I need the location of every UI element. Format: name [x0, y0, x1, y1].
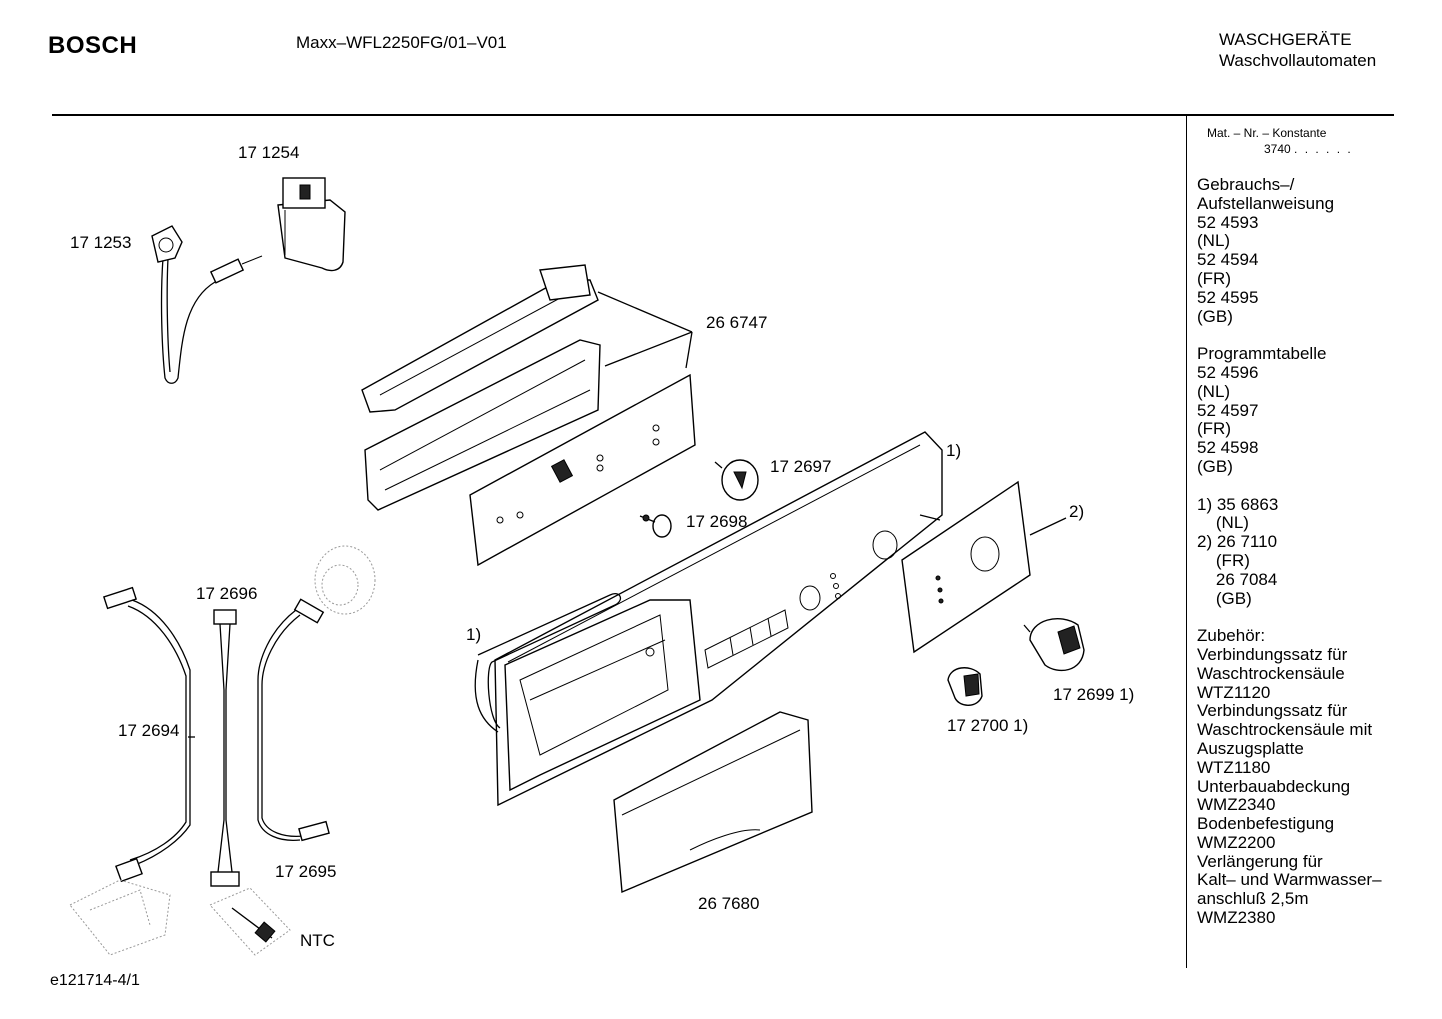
sidebar-line: 52 4597 — [1197, 400, 1259, 420]
label-172699: 17 2699 1) — [1053, 685, 1135, 704]
control-board-part — [469, 373, 696, 567]
small-knob-part — [639, 514, 672, 538]
sidebar-line: 52 4598 — [1197, 438, 1259, 458]
sidebar-line: (NL) — [1197, 513, 1249, 533]
sidebar-line: WTZ1120 — [1197, 682, 1271, 702]
program-knob-part — [714, 459, 759, 501]
sidebar-line: Verbindungssatz für — [1197, 701, 1348, 721]
label-ref1-left: 1) — [466, 625, 482, 644]
cable-harness-left — [102, 586, 191, 883]
sidebar-line: WMZ2340 — [1197, 795, 1276, 815]
sidebar-line: WTZ1180 — [1197, 757, 1271, 777]
sidebar-line: Verbindungssatz für — [1197, 644, 1348, 664]
sidebar-line: 52 4595 — [1197, 287, 1259, 307]
sidebar-line: Waschtrockensäule — [1197, 663, 1345, 683]
leader-266747-a — [597, 291, 693, 333]
leader-ref2 — [1029, 517, 1067, 536]
panel-seal-part — [477, 593, 622, 729]
sidebar-line: (FR) — [1197, 550, 1250, 570]
sidebar-line: 1) 35 6863 — [1197, 494, 1279, 514]
detergent-drawer-cover-part — [613, 711, 813, 894]
sidebar-line: Unterbauabdeckung — [1197, 776, 1351, 796]
category-block: WASCHGERÄTE Waschvollautomaten — [1219, 29, 1376, 71]
label-266747: 26 6747 — [706, 313, 768, 332]
control-panel-part — [494, 431, 943, 807]
sidebar-divider — [1186, 116, 1187, 968]
category-title: WASCHGERÄTE — [1219, 30, 1352, 49]
sidebar-line: 52 4593 — [1197, 212, 1259, 232]
sidebar-line: WMZ2380 — [1197, 908, 1276, 928]
sidebar-line: Aufstellanweisung — [1197, 193, 1335, 213]
sidebar-line: Programmtabelle — [1197, 344, 1327, 364]
sidebar-line: (FR) — [1197, 268, 1231, 288]
label-171253: 17 1253 — [70, 233, 132, 252]
label-171254: 17 1254 — [238, 143, 300, 162]
reference-pump-ghost — [69, 879, 171, 956]
module-frame-upper — [361, 264, 599, 413]
sidebar-line: Verlängerung für — [1197, 851, 1323, 871]
label-172696: 17 2696 — [196, 584, 258, 603]
sidebar-line: 2) 26 7110 — [1197, 532, 1278, 552]
label-172694: 17 2694 — [118, 721, 180, 740]
label-172700: 17 2700 1) — [947, 716, 1029, 735]
sidebar-line: (FR) — [1197, 419, 1231, 439]
ntc-sensor-part — [209, 887, 291, 956]
sidebar-line: Gebrauchs–/ — [1197, 175, 1295, 194]
sidebar-line: Auszugsplatte — [1197, 738, 1304, 758]
module-frame-lower — [364, 339, 601, 511]
power-cord-part — [151, 225, 263, 384]
interference-filter-part — [277, 177, 346, 272]
mat-label: Mat. – Nr. – Konstante — [1207, 126, 1327, 140]
sidebar-line: (GB) — [1197, 456, 1233, 476]
mat-number: 3740 — [1264, 142, 1291, 156]
mat-dots: . . . . . . — [1294, 142, 1353, 156]
sidebar-line: (NL) — [1197, 231, 1231, 251]
sidebar-line: (GB) — [1197, 306, 1233, 326]
panel-seal-edge — [474, 659, 499, 733]
panel-overlay-part — [901, 480, 1031, 654]
header-rule — [52, 114, 1394, 116]
leader-266747-b — [604, 331, 693, 367]
brand-logo: BOSCH — [48, 32, 138, 59]
label-267680: 26 7680 — [698, 894, 760, 913]
cable-harness-right — [257, 598, 330, 842]
sidebar-line: (GB) — [1197, 588, 1252, 608]
sidebar-line: Kalt– und Warmwasser– — [1197, 870, 1382, 890]
label-172697: 17 2697 — [770, 457, 832, 476]
model-number: Maxx–WFL2250FG/01–V01 — [296, 33, 507, 52]
sidebar-line: WMZ2200 — [1197, 832, 1276, 852]
sidebar-line: 52 4596 — [1197, 362, 1259, 382]
mat-number-block: Mat. – Nr. – Konstante 3740 . . . . . . — [1207, 125, 1353, 157]
drawing-code: e121714-4/1 — [50, 972, 140, 989]
sidebar-line: Waschtrockensäule mit — [1197, 720, 1373, 740]
sidebar-line: 52 4594 — [1197, 250, 1259, 270]
leader-ref1-top — [919, 514, 941, 521]
label-172695: 17 2695 — [275, 862, 337, 881]
selector-knob-part — [1023, 617, 1085, 672]
cable-harness-middle — [210, 609, 240, 887]
sidebar-line: anschluß 2,5m — [1197, 889, 1309, 909]
sidebar-line: (NL) — [1197, 381, 1231, 401]
label-ref1-top: 1) — [946, 441, 962, 460]
leader-266747-c — [685, 331, 693, 369]
sidebar-line: 26 7084 — [1197, 569, 1278, 589]
sidebar-line: Zubehör: — [1197, 626, 1266, 646]
label-ref2: 2) — [1069, 502, 1085, 521]
reference-motor-ghost — [314, 545, 376, 615]
label-ntc: NTC — [300, 931, 335, 950]
label-172698: 17 2698 — [686, 512, 748, 531]
category-subtitle: Waschvollautomaten — [1219, 51, 1377, 70]
sidebar-line: Bodenbefestigung — [1197, 814, 1335, 834]
temperature-knob-part — [947, 667, 983, 706]
